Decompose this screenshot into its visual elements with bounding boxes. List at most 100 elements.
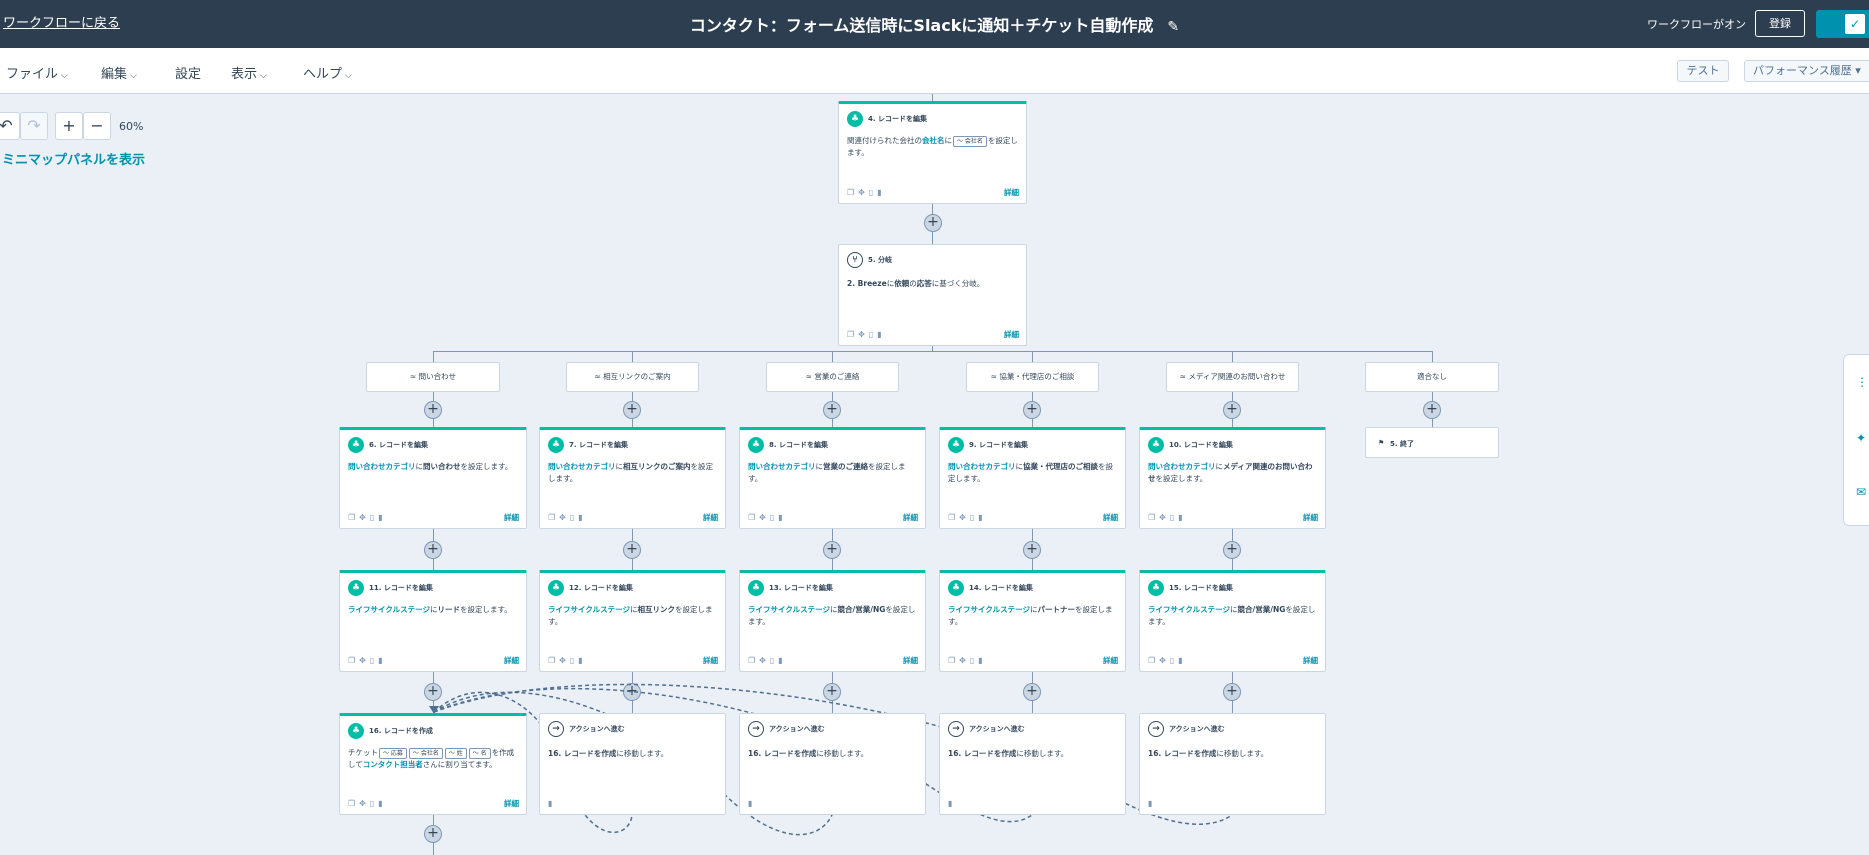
- add-action-button[interactable]: +: [424, 541, 442, 559]
- menu-settings[interactable]: 設定: [175, 63, 201, 82]
- back-to-workflows-link[interactable]: ワークフローに戻る: [3, 16, 121, 31]
- add-action-button[interactable]: +: [823, 683, 841, 701]
- move-icon[interactable]: ✥: [759, 513, 770, 522]
- action-card-13[interactable]: 13. レコードを編集 ライフサイクルステージに競合/営業/NGを設定します。 …: [739, 570, 926, 672]
- test-button[interactable]: テスト: [1677, 60, 1729, 82]
- trash-icon[interactable]: ▮: [378, 656, 387, 665]
- details-link[interactable]: 詳細: [504, 513, 519, 522]
- card-toolbar[interactable]: ▮: [1148, 799, 1156, 808]
- copy-icon[interactable]: ❐: [847, 330, 859, 339]
- card-toolbar[interactable]: ▮: [948, 799, 956, 808]
- add-action-button[interactable]: +: [1023, 683, 1041, 701]
- trash-icon[interactable]: ▮: [877, 188, 886, 197]
- move-icon[interactable]: ✥: [858, 330, 869, 339]
- action-card-11[interactable]: 11. レコードを編集 ライフサイクルステージにリードを設定します。 ❐✥▯▮ …: [339, 570, 527, 672]
- card-toolbar[interactable]: ❐✥▯▮: [348, 513, 387, 522]
- trash-icon[interactable]: ▮: [578, 513, 587, 522]
- trash-icon[interactable]: ▮: [948, 799, 957, 808]
- copy-icon[interactable]: ❐: [548, 513, 560, 522]
- clipboard-icon[interactable]: ▯: [1169, 513, 1179, 522]
- move-icon[interactable]: ✥: [1159, 513, 1170, 522]
- apps-grid-icon[interactable]: ⋮⋮: [1856, 375, 1869, 389]
- add-action-button[interactable]: +: [1423, 401, 1441, 419]
- move-icon[interactable]: ✥: [959, 513, 970, 522]
- clipboard-icon[interactable]: ▯: [369, 656, 379, 665]
- add-action-button[interactable]: +: [1223, 683, 1241, 701]
- copy-icon[interactable]: ❐: [847, 188, 859, 197]
- branch-label[interactable]: 適合なし: [1365, 362, 1499, 392]
- move-icon[interactable]: ✥: [1159, 656, 1170, 665]
- details-link[interactable]: 詳細: [1103, 513, 1118, 522]
- goto-card[interactable]: アクションへ進む 16. レコードを作成に移動します。 ▮: [939, 713, 1126, 815]
- trash-icon[interactable]: ▮: [1148, 799, 1157, 808]
- clipboard-icon[interactable]: ▯: [868, 330, 878, 339]
- copy-icon[interactable]: ❐: [348, 656, 360, 665]
- clipboard-icon[interactable]: ▯: [569, 513, 579, 522]
- add-action-button[interactable]: +: [424, 825, 442, 843]
- action-card-8[interactable]: 8. レコードを編集 問い合わせカテゴリに営業のご連絡を設定します。 ❐✥▯▮ …: [739, 427, 926, 529]
- copy-icon[interactable]: ❐: [1148, 656, 1160, 665]
- card-toolbar[interactable]: ❐✥▯▮: [847, 188, 886, 197]
- details-link[interactable]: 詳細: [1004, 330, 1019, 339]
- card-toolbar[interactable]: ❐✥▯▮: [948, 513, 987, 522]
- move-icon[interactable]: ✥: [759, 656, 770, 665]
- card-toolbar[interactable]: ❐✥▯▮: [548, 656, 587, 665]
- card-toolbar[interactable]: ❐✥▯▮: [1148, 656, 1187, 665]
- move-icon[interactable]: ✥: [858, 188, 869, 197]
- register-button[interactable]: 登録: [1755, 10, 1805, 37]
- end-card[interactable]: ⚑ 5. 終了: [1365, 427, 1499, 458]
- zoom-out-button[interactable]: −: [83, 112, 111, 140]
- clipboard-icon[interactable]: ▯: [769, 513, 779, 522]
- add-action-button[interactable]: +: [424, 683, 442, 701]
- card-toolbar[interactable]: ❐✥▯▮: [748, 656, 787, 665]
- add-action-button[interactable]: +: [924, 214, 942, 232]
- add-action-button[interactable]: +: [1223, 401, 1241, 419]
- add-action-button[interactable]: +: [823, 401, 841, 419]
- add-action-button[interactable]: +: [1023, 401, 1041, 419]
- clipboard-icon[interactable]: ▯: [569, 656, 579, 665]
- clipboard-icon[interactable]: ▯: [868, 188, 878, 197]
- redo-button[interactable]: ↷: [20, 112, 48, 140]
- clipboard-icon[interactable]: ▯: [969, 656, 979, 665]
- copy-icon[interactable]: ❐: [748, 513, 760, 522]
- trash-icon[interactable]: ▮: [378, 513, 387, 522]
- action-card-14[interactable]: 14. レコードを編集 ライフサイクルステージにパートナーを設定します。 ❐✥▯…: [939, 570, 1126, 672]
- clipboard-icon[interactable]: ▯: [769, 656, 779, 665]
- copy-icon[interactable]: ❐: [348, 513, 360, 522]
- action-card-16[interactable]: 16. レコードを作成 チケット〜 応募〜 会社名〜 姓〜 名を作成してコンタク…: [339, 713, 527, 815]
- clipboard-icon[interactable]: ▯: [1169, 656, 1179, 665]
- action-card-9[interactable]: 9. レコードを編集 問い合わせカテゴリに協業・代理店のご相談を設定します。 ❐…: [939, 427, 1126, 529]
- action-card-10[interactable]: 10. レコードを編集 問い合わせカテゴリにメディア関連のお問い合わせを設定しま…: [1139, 427, 1326, 529]
- clipboard-icon[interactable]: ▯: [369, 513, 379, 522]
- branch-label[interactable]: ≈ 問い合わせ: [366, 362, 500, 392]
- trash-icon[interactable]: ▮: [778, 656, 787, 665]
- card-toolbar[interactable]: ❐✥▯▮: [548, 513, 587, 522]
- workflow-title[interactable]: コンタクト：フォーム送信時にSlackに通知＋チケット自動作成✎: [0, 12, 1869, 36]
- add-action-button[interactable]: +: [623, 683, 641, 701]
- copy-icon[interactable]: ❐: [748, 656, 760, 665]
- clipboard-icon[interactable]: ▯: [369, 799, 379, 808]
- copy-icon[interactable]: ❐: [348, 799, 360, 808]
- card-toolbar[interactable]: ❐✥▯▮: [748, 513, 787, 522]
- card-toolbar[interactable]: ▮: [548, 799, 556, 808]
- chat-icon[interactable]: ✉: [1856, 485, 1867, 499]
- add-action-button[interactable]: +: [1023, 541, 1041, 559]
- trash-icon[interactable]: ▮: [1178, 656, 1187, 665]
- action-card-6[interactable]: 6. レコードを編集 問い合わせカテゴリに問い合わせを設定します。 ❐✥▯▮ 詳…: [339, 427, 527, 529]
- trash-icon[interactable]: ▮: [978, 656, 987, 665]
- details-link[interactable]: 詳細: [903, 513, 918, 522]
- menu-edit[interactable]: 編集⌵: [101, 63, 137, 82]
- trash-icon[interactable]: ▮: [378, 799, 387, 808]
- card-toolbar[interactable]: ▮: [748, 799, 756, 808]
- trash-icon[interactable]: ▮: [1178, 513, 1187, 522]
- card-toolbar[interactable]: ❐✥▯▮: [1148, 513, 1187, 522]
- sparkle-icon[interactable]: ✦: [1856, 431, 1867, 445]
- zoom-in-button[interactable]: +: [55, 112, 83, 140]
- add-action-button[interactable]: +: [1223, 541, 1241, 559]
- move-icon[interactable]: ✥: [959, 656, 970, 665]
- pencil-icon[interactable]: ✎: [1167, 19, 1180, 35]
- card-toolbar[interactable]: ❐✥▯▮: [948, 656, 987, 665]
- goto-card[interactable]: アクションへ進む 16. レコードを作成に移動します。 ▮: [1139, 713, 1326, 815]
- trash-icon[interactable]: ▮: [748, 799, 757, 808]
